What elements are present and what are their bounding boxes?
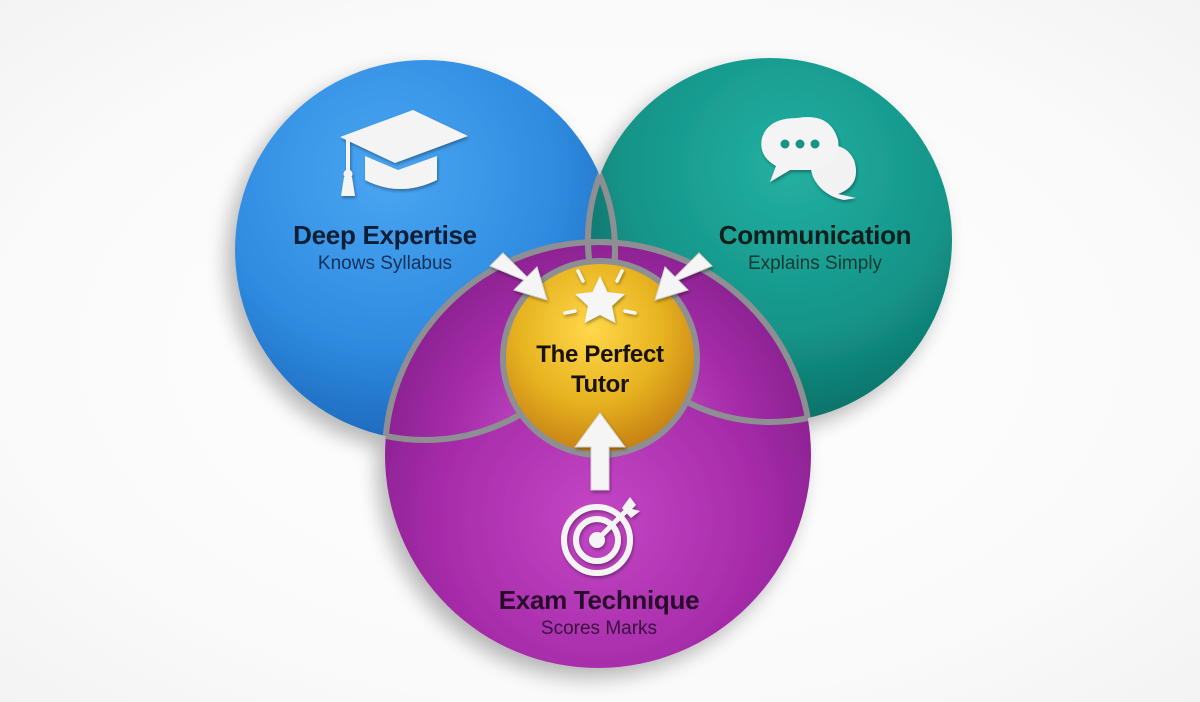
overlap-expertise-exam xyxy=(385,242,615,440)
venn-dividers xyxy=(382,58,814,443)
graduation-cap-icon xyxy=(340,110,468,196)
set-subtitle-communication: Explains Simply xyxy=(747,253,883,274)
set-subtitle-deep-expertise: Knows Syllabus xyxy=(317,253,453,274)
label-deep-expertise: Deep Expertise Knows Syllabus xyxy=(293,220,477,276)
label-exam-technique: Exam Technique Scores Marks xyxy=(499,585,700,641)
overlap-communication-exam xyxy=(588,242,811,422)
star-icon xyxy=(563,269,637,323)
center-title-line1: The Perfect xyxy=(536,341,664,368)
speech-bubbles-icon xyxy=(761,116,856,200)
set-title-exam-technique: Exam Technique xyxy=(498,585,700,615)
target-arrow-icon xyxy=(561,497,640,576)
arrow-from-exam-technique xyxy=(574,412,626,491)
label-communication: Communication Explains Simply xyxy=(719,220,912,276)
set-subtitle-exam-technique: Scores Marks xyxy=(540,618,658,639)
set-title-deep-expertise: Deep Expertise xyxy=(293,220,477,250)
center-title-line2: Tutor xyxy=(570,371,630,398)
label-perfect-tutor: The Perfect Tutor xyxy=(536,340,664,400)
arrow-from-communication xyxy=(654,252,713,301)
center-perfect-tutor xyxy=(506,264,694,452)
arrow-from-deep-expertise xyxy=(489,252,548,301)
set-title-communication: Communication xyxy=(718,220,912,250)
